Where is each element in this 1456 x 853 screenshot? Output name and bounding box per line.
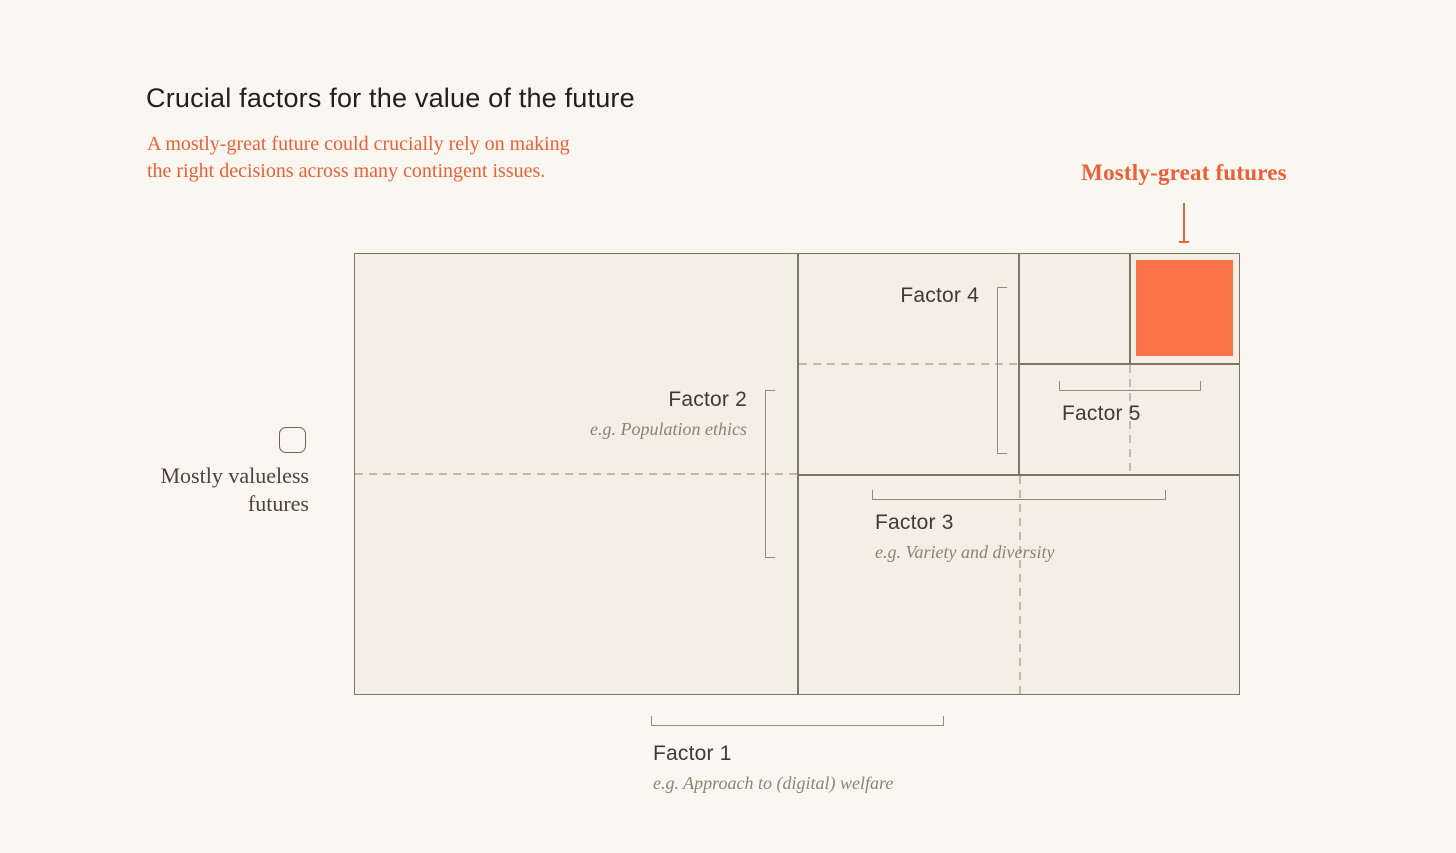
divider-factor5-dashed [1129, 365, 1131, 474]
subtitle-line-2: the right decisions across many continge… [147, 160, 546, 182]
divider-factor4-solid [1018, 254, 1020, 475]
divider-factor1-solid [797, 254, 799, 694]
mostly-great-futures-cell [1136, 260, 1233, 356]
subtitle-line-1: A mostly-great future could crucially re… [147, 133, 570, 155]
factor-4-label: Factor 4 [900, 284, 979, 307]
factor-2-label: Factor 2 [668, 388, 747, 411]
factor-3-bracket [872, 490, 1166, 500]
factor-1-example: e.g. Approach to (digital) welfare [653, 773, 894, 793]
divider-factor3-dashed [1019, 476, 1021, 694]
divider-factor2-dashed [355, 473, 797, 475]
factor-2-example: e.g. Population ethics [590, 419, 747, 439]
factor-1-label: Factor 1 [653, 742, 732, 765]
factor-3-example: e.g. Variety and diversity [875, 542, 1055, 562]
page-title: Crucial factors for the value of the fut… [146, 83, 635, 113]
factor-5-label: Factor 5 [1062, 402, 1141, 425]
page-subtitle: A mostly-great future could crucially re… [147, 131, 570, 185]
factor-2-bracket [765, 390, 775, 558]
factor-4-bracket [997, 287, 1007, 454]
factor-1-group: Factor 1 e.g. Approach to (digital) welf… [653, 742, 893, 794]
divider-factor4-dashed [799, 363, 1018, 365]
pointer-line [1183, 203, 1185, 242]
factor-5-bracket [1059, 381, 1201, 391]
valueless-label-line-1: Mostly valueless [160, 463, 310, 488]
diagram-frame: Factor 4 Factor 2 e.g. Population ethics… [354, 253, 1240, 695]
mostly-great-futures-label: Mostly-great futures [1081, 160, 1287, 185]
divider-final-solid [1129, 254, 1131, 364]
pointer-line-foot [1179, 241, 1189, 243]
factor-1-bracket [651, 716, 944, 726]
valueless-label-line-2: futures [247, 491, 309, 516]
mostly-valueless-futures-label: Mostly valueless futures [161, 462, 310, 518]
factor-3-label: Factor 3 [875, 511, 954, 534]
factor-3-group: Factor 3 e.g. Variety and diversity [875, 511, 1054, 563]
factor-2-group: Factor 2 e.g. Population ethics [590, 388, 747, 440]
valueless-futures-swatch [279, 427, 306, 453]
